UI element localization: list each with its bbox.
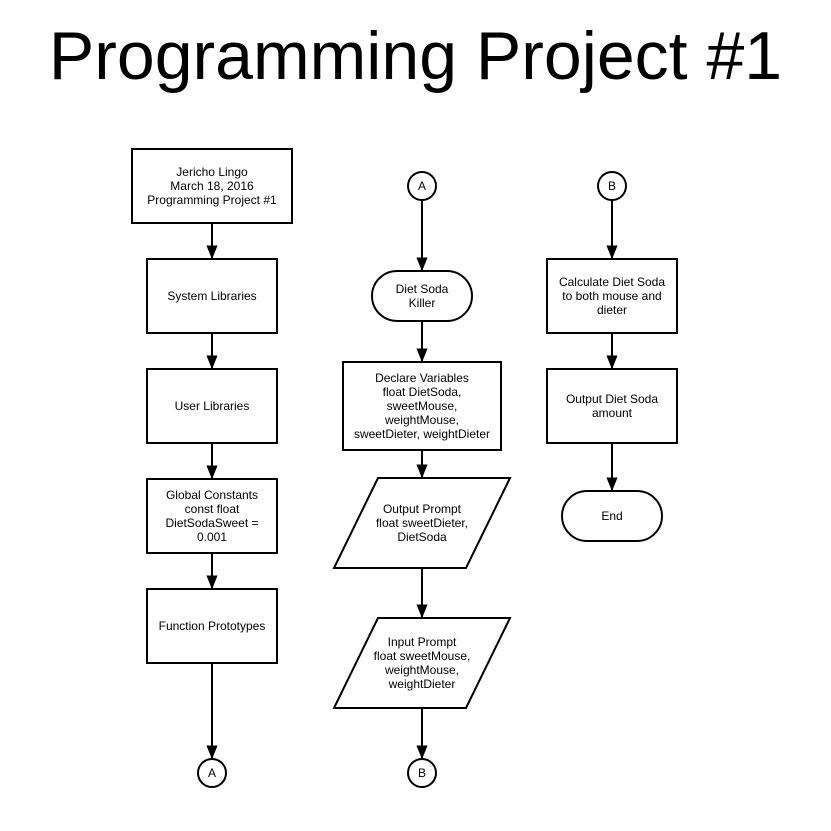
- process-box: [546, 258, 678, 334]
- io-box: [332, 477, 512, 569]
- node-label: dieter: [597, 303, 627, 317]
- node-label: sweetDieter, weightDieter: [354, 427, 490, 441]
- node-label: amount: [592, 406, 633, 420]
- node-label: B: [418, 766, 426, 780]
- node-label: System Libraries: [167, 289, 256, 303]
- terminal-box: [371, 270, 473, 322]
- node-label: Output Diet Soda: [566, 392, 658, 406]
- node-label: A: [418, 179, 426, 193]
- node-connA2: A: [407, 171, 437, 201]
- node-label: Global Constants: [166, 488, 258, 502]
- node-label: to both mouse and: [562, 289, 661, 303]
- edges: [206, 200, 618, 760]
- node-label: const float: [185, 502, 240, 516]
- node-label: float DietSoda,: [383, 385, 462, 399]
- node-label: A: [208, 766, 216, 780]
- node-label: Calculate Diet Soda: [559, 275, 665, 289]
- process-box: [146, 478, 278, 554]
- node-label: Jericho Lingo: [176, 165, 248, 179]
- node-label: weightMouse,: [384, 663, 459, 677]
- node-label: DietSodaSweet =: [165, 516, 258, 530]
- connector-circle: [197, 758, 227, 788]
- node-label: 0.001: [197, 530, 227, 544]
- node-protos: Function Prototypes: [146, 588, 278, 664]
- process-box: [146, 258, 278, 334]
- connector-circle: [597, 171, 627, 201]
- process-box: [342, 361, 502, 451]
- node-label: float sweetDieter,: [376, 516, 468, 530]
- process-box: [146, 368, 278, 444]
- io-box: [332, 617, 512, 709]
- node-label: Output Prompt: [383, 502, 462, 516]
- node-connB1: B: [407, 758, 437, 788]
- node-label: float sweetMouse,: [374, 649, 471, 663]
- node-label: End: [601, 509, 622, 523]
- node-label: Input Prompt: [388, 635, 457, 649]
- connector-circle: [407, 758, 437, 788]
- node-label: sweetMouse,: [387, 399, 458, 413]
- node-label: March 18, 2016: [170, 179, 254, 193]
- node-label: Declare Variables: [375, 371, 469, 385]
- node-label: B: [608, 179, 616, 193]
- node-label: weightMouse,: [384, 413, 459, 427]
- node-label: Killer: [409, 296, 436, 310]
- connector-circle: [407, 171, 437, 201]
- node-userlib: User Libraries: [146, 368, 278, 444]
- node-connB2: B: [597, 171, 627, 201]
- page-title: Programming Project #1: [48, 18, 783, 94]
- process-box: [146, 588, 278, 664]
- node-label: DietSoda: [397, 530, 447, 544]
- node-end: End: [561, 490, 663, 542]
- terminal-box: [561, 490, 663, 542]
- node-label: Diet Soda: [396, 282, 449, 296]
- process-box: [131, 148, 293, 224]
- node-label: User Libraries: [175, 399, 250, 413]
- node-label: Function Prototypes: [159, 619, 266, 633]
- node-label: Programming Project #1: [147, 193, 277, 207]
- node-syslib: System Libraries: [146, 258, 278, 334]
- process-box: [546, 368, 678, 444]
- node-label: weightDieter: [388, 677, 456, 691]
- node-connA1: A: [197, 758, 227, 788]
